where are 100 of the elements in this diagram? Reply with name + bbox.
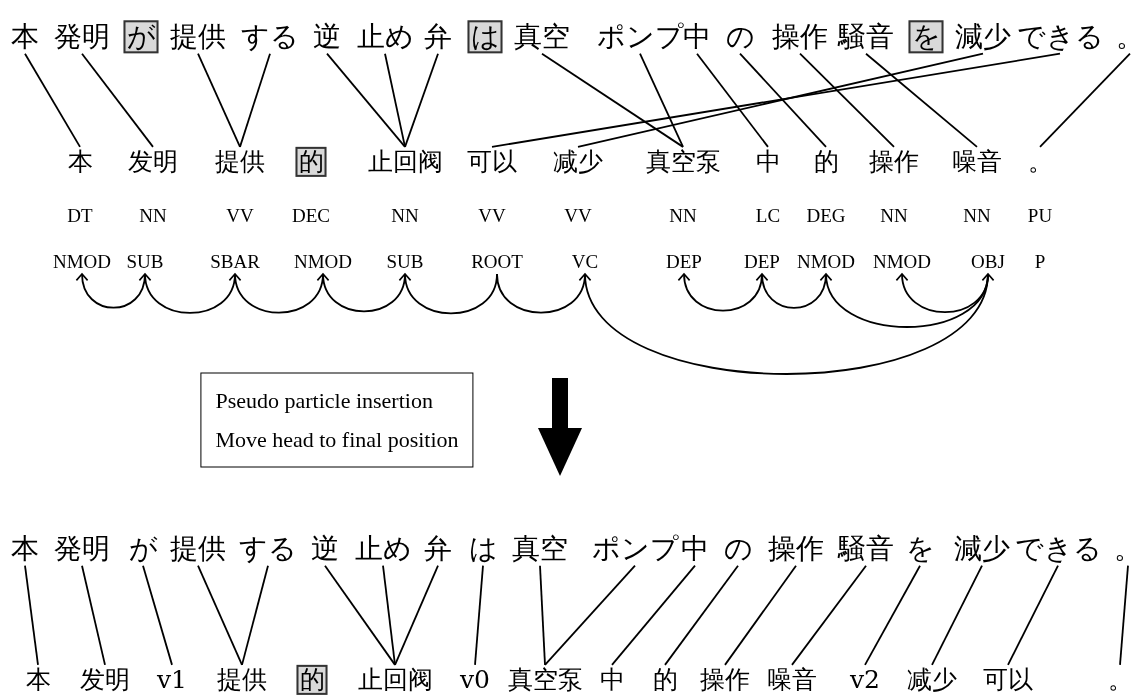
japanese-word: する (241, 22, 299, 52)
japanese-word: 本 (11, 534, 39, 564)
highlighted-word: 的 (296, 664, 328, 696)
pos-tag: VV (478, 206, 506, 226)
chinese-word: 本 (25, 666, 51, 694)
chinese-word: 操作 (869, 148, 919, 176)
dependency-label: DEP (744, 252, 780, 272)
alignment-line (197, 564, 243, 666)
chinese-word: 真空泵 (507, 666, 583, 694)
chinese-word: 噪音 (767, 666, 817, 694)
pos-tag: NN (669, 206, 697, 226)
japanese-word: 騒音 (838, 534, 894, 564)
pos-tag: NN (139, 206, 167, 226)
dependency-arc (76, 273, 146, 309)
chinese-word: 的 (652, 666, 678, 694)
japanese-word: 操作 (772, 22, 828, 52)
japanese-word: 発明 (54, 534, 110, 564)
alignment-line (384, 52, 406, 148)
japanese-word: 弁 (424, 22, 452, 52)
chinese-word: 可以 (983, 666, 1033, 694)
alignment-line (611, 564, 696, 666)
chinese-word: 中 (755, 148, 781, 176)
alignment-line (1007, 564, 1059, 666)
alignment-line (664, 564, 739, 666)
dependency-label: DEP (666, 252, 702, 272)
chinese-word: 发明 (128, 148, 178, 176)
japanese-word: 。 (1114, 534, 1142, 564)
japanese-word: 止め (356, 22, 414, 52)
alignment-line (491, 52, 1061, 148)
alignment-line (239, 52, 271, 148)
alignment-line (404, 52, 439, 148)
japanese-word: 止め (354, 534, 412, 564)
dependency-arc (139, 273, 236, 314)
alignment-line (1039, 52, 1131, 148)
japanese-word: 提供 (170, 22, 226, 52)
chinese-word: 操作 (700, 666, 750, 694)
pos-tag: LC (755, 206, 781, 226)
dependency-arc (678, 273, 763, 312)
pos-tag: NN (963, 206, 991, 226)
pos-tag: VV (564, 206, 592, 226)
japanese-word: の (725, 22, 755, 52)
alignment-line (241, 564, 269, 666)
japanese-word: 本 (11, 22, 39, 52)
japanese-word: 操作 (768, 534, 824, 564)
alignment-line (24, 52, 81, 148)
chinese-word: 的 (813, 148, 839, 176)
chinese-word: 真空泵 (645, 148, 721, 176)
chinese-word: 止回阀 (357, 666, 433, 694)
japanese-word: 発明 (54, 22, 110, 52)
chinese-word: v2 (850, 666, 880, 694)
alignment-line (197, 52, 241, 148)
japanese-word: 真空 (512, 534, 568, 564)
japanese-word: 弁 (424, 534, 452, 564)
japanese-word: ポンプ (596, 22, 684, 52)
highlighted-word: を (908, 20, 944, 54)
pos-tag: NN (880, 206, 908, 226)
alignment-line (24, 564, 39, 666)
japanese-word: 中 (681, 534, 709, 564)
japanese-word: を (905, 534, 935, 564)
japanese-word: ポンプ (591, 534, 679, 564)
dependency-arc (896, 273, 989, 314)
japanese-word: 逆 (311, 534, 339, 564)
alignment-line (864, 564, 921, 666)
dependency-label: NMOD (796, 252, 856, 272)
dependency-arc (317, 273, 406, 313)
alignment-line (382, 564, 396, 666)
pos-tag: PU (1027, 206, 1053, 226)
pos-tag: DEG (806, 206, 846, 226)
chinese-word: 提供 (215, 148, 265, 176)
chinese-word: 发明 (80, 666, 130, 694)
dependency-label: NMOD (293, 252, 353, 272)
alignment-line (474, 564, 484, 666)
chinese-word: 提供 (217, 666, 267, 694)
japanese-word: は (468, 534, 498, 564)
highlighted-word: が (123, 20, 159, 54)
chinese-word: 。 (1107, 666, 1133, 694)
dependency-label: SUB (126, 252, 164, 272)
alignment-line (394, 564, 439, 666)
pos-tag: DT (67, 206, 93, 226)
alignment-line (81, 52, 154, 148)
pos-tag: VV (226, 206, 254, 226)
alignment-line (1119, 564, 1129, 666)
japanese-word: 減少 (955, 22, 1011, 52)
japanese-word: できる (1016, 22, 1104, 52)
note-box (200, 372, 474, 468)
japanese-word: 逆 (313, 22, 341, 52)
alignment-line (326, 52, 406, 148)
dependency-label: OBJ (971, 252, 1005, 272)
japanese-word: が (128, 534, 158, 564)
chinese-word: 本 (67, 148, 93, 176)
highlighted-word: は (467, 20, 503, 54)
japanese-word: できる (1014, 534, 1102, 564)
alignment-line (81, 564, 106, 666)
highlighted-word: 的 (295, 146, 327, 178)
dependency-label: VC (571, 252, 599, 272)
japanese-word: 提供 (170, 534, 226, 564)
chinese-word: 减少 (907, 666, 957, 694)
dependency-arc (399, 273, 498, 315)
dependency-arc (229, 273, 324, 314)
chinese-word: 噪音 (952, 148, 1002, 176)
